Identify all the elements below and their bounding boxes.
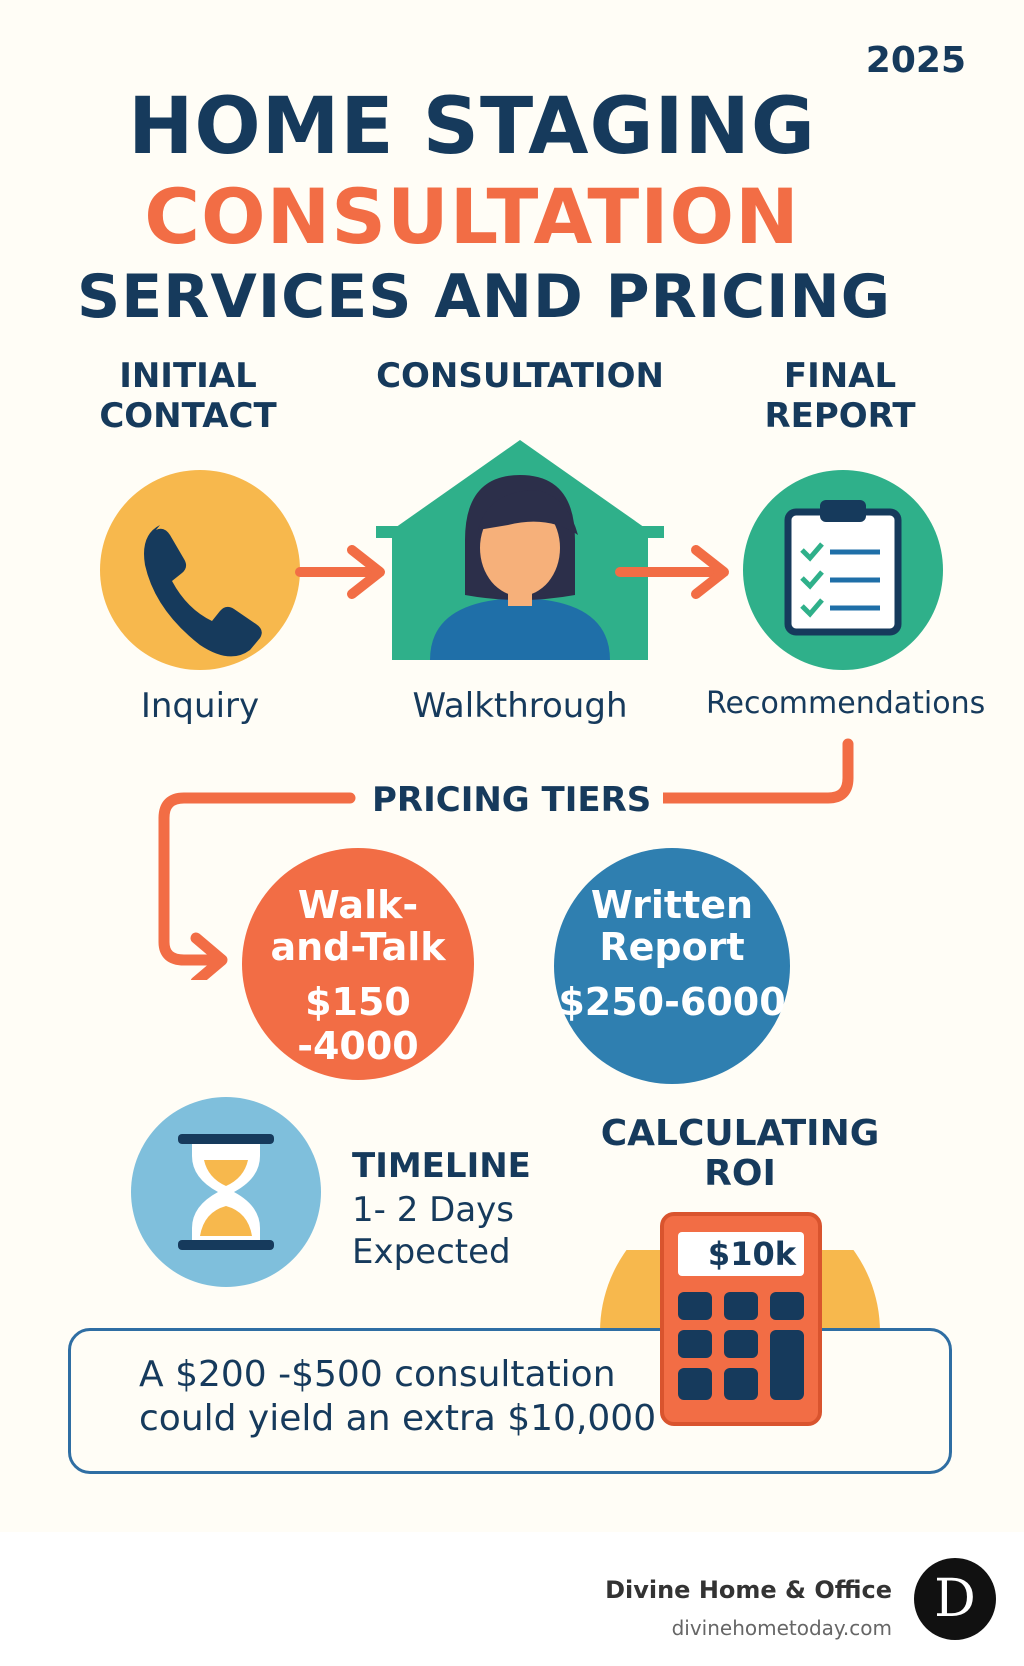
arrow-right-icon: [295, 545, 385, 599]
tier-walk-and-talk: Walk-and-Talk $150 -4000: [242, 848, 474, 1080]
calculator-key: [724, 1292, 758, 1320]
step-label-walkthrough: Walkthrough: [412, 686, 628, 726]
timeline-title: TIMELINE: [352, 1146, 531, 1186]
step-title-initial-contact: INITIAL CONTACT: [99, 356, 277, 436]
step-label-inquiry: Inquiry: [140, 686, 260, 726]
footer: Divine Home & Office divinehometoday.com…: [0, 1532, 1024, 1666]
brand-url[interactable]: divinehometoday.com: [671, 1616, 892, 1640]
calculator-icon: $10k: [660, 1212, 822, 1426]
pricing-connector-graphic: [158, 738, 854, 980]
step-label-recommendations: Recommendations: [706, 686, 986, 721]
title-line-3: SERVICES AND PRICING: [77, 262, 891, 332]
calculator-key: [724, 1330, 758, 1358]
calculator-key: [678, 1368, 712, 1400]
timeline-duration: 1- 2 Days: [352, 1190, 514, 1230]
timeline-expected: Expected: [352, 1232, 511, 1272]
phone-icon: [100, 470, 300, 670]
pricing-tiers-label: PRICING TIERS: [360, 780, 664, 820]
tier-written-report: Written Report $250-6000: [554, 848, 790, 1084]
tier-price: $150 -4000: [297, 980, 419, 1068]
clipboard-checklist-icon: [743, 470, 943, 670]
calculator-key: [678, 1330, 712, 1358]
step-title-final-report: FINAL REPORT: [764, 356, 916, 436]
callout-line-1: A $200 -$500 consultation: [139, 1354, 616, 1395]
tier-name: Walk-and-Talk: [270, 883, 446, 969]
arrow-right-icon: [615, 545, 729, 599]
calculator-key: [678, 1292, 712, 1320]
callout-line-2: could yield an extra $10,000: [139, 1398, 657, 1439]
calculator-key: [724, 1368, 758, 1400]
brand-logo: D: [914, 1558, 996, 1640]
hourglass-icon: [131, 1097, 321, 1287]
title-line-1: HOME STAGING: [128, 82, 816, 172]
calculator-key: [770, 1292, 804, 1320]
brand-name: Divine Home & Office: [605, 1576, 892, 1604]
title-line-2: CONSULTATION: [144, 172, 800, 261]
house-person-icon: [376, 440, 664, 660]
step-title-consultation: CONSULTATION: [376, 356, 664, 396]
calculator-display: $10k: [678, 1232, 804, 1276]
tier-price: $250-6000: [558, 980, 786, 1024]
process-flow-graphic: [100, 440, 943, 670]
tier-name: Written Report: [590, 883, 754, 969]
year-label: 2025: [865, 40, 966, 81]
calculator-key: [770, 1330, 804, 1400]
roi-title: CALCULATING ROI: [600, 1113, 880, 1194]
